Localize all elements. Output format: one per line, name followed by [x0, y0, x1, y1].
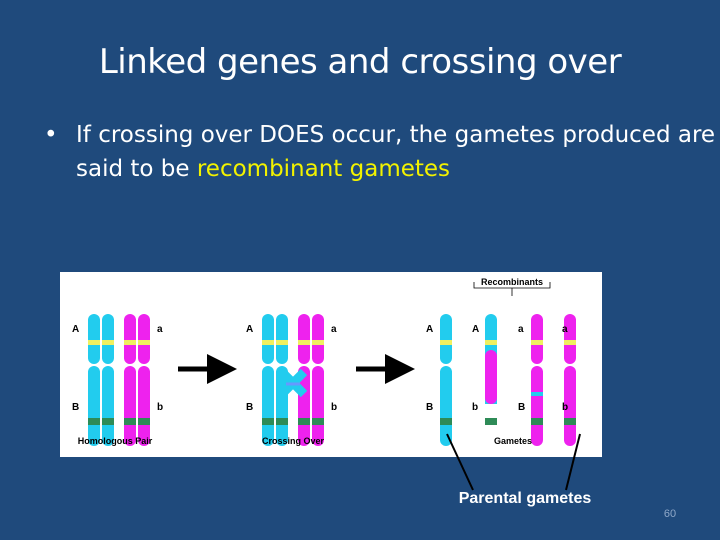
crossing-over-diagram: A a B b Homologous Pair A a B b Crossing…	[60, 272, 602, 457]
gametes-stage: A A a a B b B b Gametes Recombinants	[426, 277, 576, 446]
bullet-text: If crossing over DOES occur, the gametes…	[76, 118, 716, 186]
chromosome-magenta	[312, 314, 324, 446]
slide-title: Linked genes and crossing over	[98, 42, 622, 82]
recombinants-label: Recombinants	[481, 277, 543, 287]
allele-label: b	[562, 402, 568, 413]
stage-label: Gametes	[494, 436, 532, 446]
chromosome-cyan	[102, 314, 114, 446]
bullet-text-main: If crossing over DOES occur, the gametes…	[76, 122, 716, 182]
allele-label: b	[472, 402, 478, 413]
stage-label: Homologous Pair	[78, 436, 153, 446]
bullet-marker: •	[44, 122, 58, 148]
homologous-pair: A a B b Homologous Pair	[72, 314, 163, 446]
allele-label: B	[426, 402, 433, 413]
allele-label: A	[246, 324, 253, 335]
gamete-parental-Ab	[440, 314, 452, 446]
chromosome-magenta	[138, 314, 150, 446]
gamete-recombinant-Ab	[485, 314, 497, 425]
chromosome-cyan	[88, 314, 100, 446]
parental-gametes-label: Parental gametes	[458, 490, 592, 507]
bullet-highlight: recombinant gametes	[196, 156, 451, 182]
allele-label: b	[157, 402, 163, 413]
allele-label: A	[72, 324, 79, 335]
allele-label: b	[331, 402, 337, 413]
allele-label: B	[518, 402, 525, 413]
diagram-svg: A a B b Homologous Pair A a B b Crossing…	[72, 277, 576, 446]
stage-label: Crossing Over	[262, 436, 325, 446]
allele-label: B	[246, 402, 253, 413]
crossing-over-stage: A a B b Crossing Over	[246, 314, 337, 446]
page-number: 60	[663, 508, 677, 520]
chromosome-magenta	[124, 314, 136, 446]
allele-label: B	[72, 402, 79, 413]
gamete-recombinant-aB	[531, 314, 543, 446]
allele-label: A	[426, 324, 433, 335]
allele-label: a	[562, 324, 568, 335]
allele-label: a	[518, 324, 524, 335]
allele-label: a	[157, 324, 163, 335]
chromosome-cyan	[262, 314, 274, 446]
allele-label: a	[331, 324, 337, 335]
allele-label: A	[472, 324, 479, 335]
